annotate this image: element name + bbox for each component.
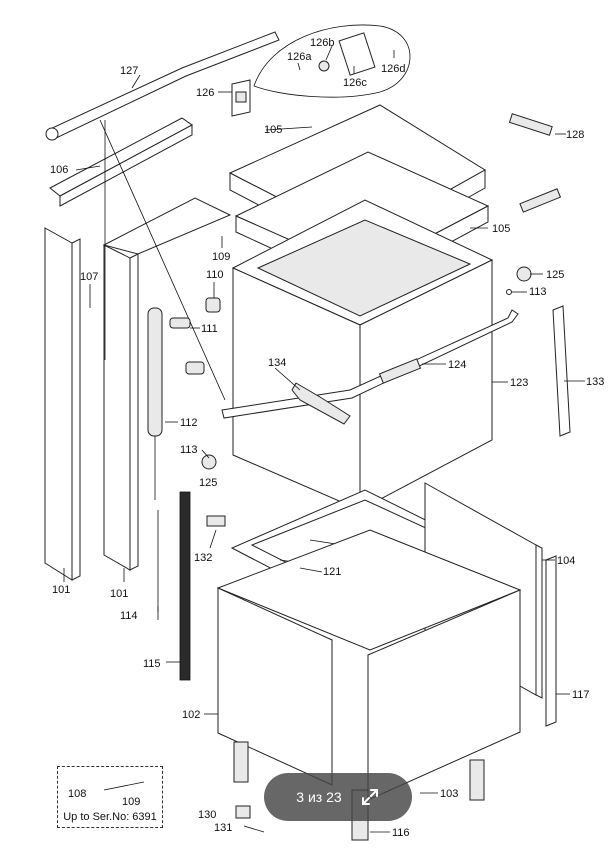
callout-110: 110	[206, 269, 224, 281]
legacy-note-text: Up to Ser.No: 6391	[63, 811, 157, 823]
gasket-strip-115	[179, 491, 191, 681]
callout-105-top: 105	[264, 124, 282, 136]
callout-101-right: 101	[110, 588, 128, 600]
expand-icon[interactable]	[360, 787, 380, 807]
callout-131: 131	[214, 822, 232, 834]
callout-123: 123	[510, 377, 528, 389]
callout-126c: 126c	[343, 77, 367, 89]
callout-126a: 126a	[287, 51, 312, 63]
callout-104: 104	[557, 555, 575, 567]
page-indicator: 3 из 23	[296, 789, 342, 805]
leader-lines	[63, 45, 585, 833]
callout-134: 134	[268, 357, 286, 369]
side-strip-133	[552, 305, 571, 437]
callout-108: 108	[68, 788, 86, 800]
bracket-126	[231, 24, 411, 117]
panel-strip-117	[545, 555, 557, 727]
spring-112	[147, 307, 163, 620]
callout-126: 126	[196, 87, 214, 99]
callout-102: 102	[182, 709, 200, 721]
callout-116: 116	[392, 827, 410, 839]
callout-133: 133	[586, 376, 604, 388]
callout-109-note: 109	[122, 796, 140, 808]
callout-106: 106	[50, 164, 68, 176]
callout-121: 121	[323, 566, 341, 578]
small-parts	[103, 266, 532, 833]
callout-126d: 126d	[381, 63, 405, 75]
callout-125-left: 125	[199, 477, 217, 489]
callout-105-lower: 105	[492, 223, 510, 235]
callout-128: 128	[566, 129, 584, 141]
callout-115: 115	[143, 658, 161, 670]
callout-109: 109	[212, 251, 230, 263]
callout-111: 111	[201, 323, 218, 335]
callout-113-left: 113	[180, 444, 198, 456]
side-panels-101	[44, 197, 232, 581]
callout-132: 132	[194, 552, 212, 564]
callout-125-right: 125	[546, 269, 564, 281]
callout-114: 114	[120, 610, 138, 622]
callout-labels: 126b 126a 126c 126d 127 126 105 128 106 …	[50, 37, 604, 839]
base-cabinet-102	[216, 529, 522, 841]
callout-107: 107	[80, 271, 98, 283]
callout-113-right: 113	[529, 286, 547, 298]
callout-117: 117	[572, 689, 590, 701]
callout-103: 103	[440, 788, 458, 800]
callout-112: 112	[180, 417, 198, 429]
callout-101-left: 101	[52, 584, 70, 596]
callout-127: 127	[120, 65, 138, 77]
lift-bar-127	[45, 31, 280, 401]
callout-130: 130	[198, 809, 216, 821]
handle-124	[221, 309, 519, 425]
sensor-128	[508, 113, 562, 213]
legacy-parts-note-box: Up to Ser.No: 6391	[57, 766, 163, 828]
callout-124: 124	[448, 359, 466, 371]
callout-126b: 126b	[310, 37, 334, 49]
top-strip-106	[49, 117, 193, 207]
document-viewer-pager: 3 из 23	[264, 773, 412, 821]
